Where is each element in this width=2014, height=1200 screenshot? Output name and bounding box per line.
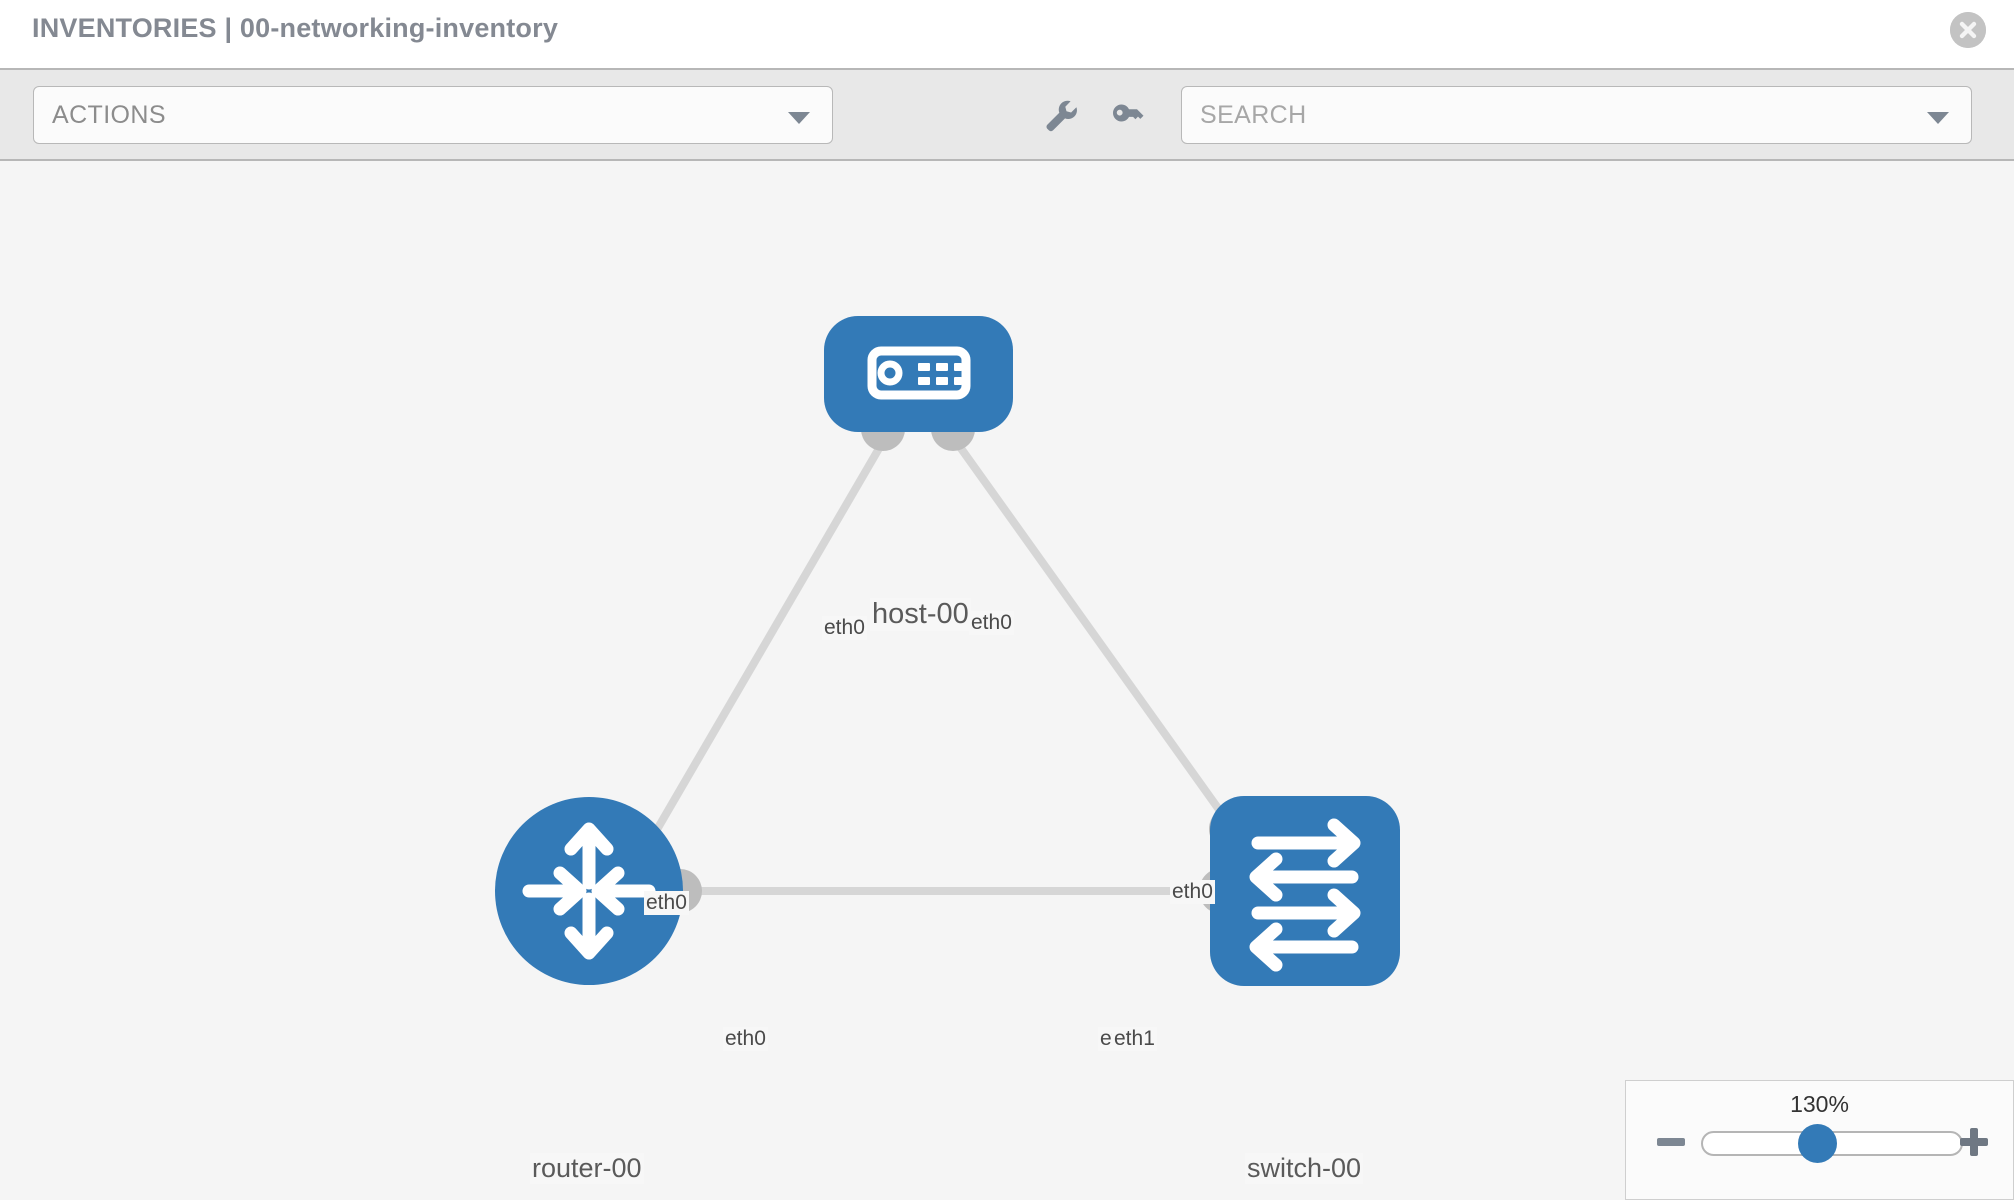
interface-label-host-left: eth0: [822, 616, 867, 640]
chevron-down-icon[interactable]: [1927, 112, 1949, 124]
interface-label-router-upper: eth0: [644, 891, 689, 915]
plus-icon[interactable]: [1957, 1125, 1991, 1159]
interface-label-host-right: eth0: [969, 611, 1014, 635]
interface-endpoints: [658, 407, 1255, 914]
search-input[interactable]: SEARCH: [1181, 86, 1972, 144]
zoom-control-panel: 130%: [1625, 1080, 2014, 1200]
topology-canvas[interactable]: host-00 router-00 switch-00 eth0 eth0 et…: [0, 161, 2014, 1200]
page-title: INVENTORIES | 00-networking-inventory: [32, 13, 559, 43]
close-icon[interactable]: [1950, 12, 1986, 48]
interface-label-router-right: eth0: [723, 1027, 768, 1051]
zoom-level-value: 130%: [1790, 1091, 1849, 1117]
interface-label-switch-left-b: eth1: [1112, 1027, 1157, 1051]
minus-icon[interactable]: [1654, 1125, 1688, 1159]
topology-graph: [495, 316, 1400, 986]
actions-dropdown-label: ACTIONS: [52, 101, 166, 129]
node-router-00: [495, 797, 683, 985]
window-header: INVENTORIES | 00-networking-inventory: [0, 0, 2014, 68]
node-host-00: [824, 316, 1013, 432]
interface-label-switch-upper: eth0: [1170, 880, 1215, 904]
node-switch-00: [1210, 796, 1400, 986]
key-icon[interactable]: [1106, 95, 1148, 137]
chevron-down-icon: [788, 112, 810, 124]
link-edges: [623, 430, 1244, 895]
node-label-router-00: router-00: [530, 1153, 644, 1184]
zoom-slider-thumb[interactable]: [1798, 1124, 1837, 1163]
link-host00-switch00: [946, 430, 1244, 842]
toolbar: ACTIONS SEARCH: [0, 68, 2014, 161]
search-placeholder-text: SEARCH: [1200, 101, 1307, 129]
link-host00-router00: [623, 430, 892, 884]
actions-dropdown[interactable]: ACTIONS: [33, 86, 833, 144]
wrench-icon[interactable]: [1040, 95, 1082, 137]
node-label-switch-00: switch-00: [1245, 1153, 1364, 1184]
node-label-host-00: host-00: [870, 598, 971, 631]
